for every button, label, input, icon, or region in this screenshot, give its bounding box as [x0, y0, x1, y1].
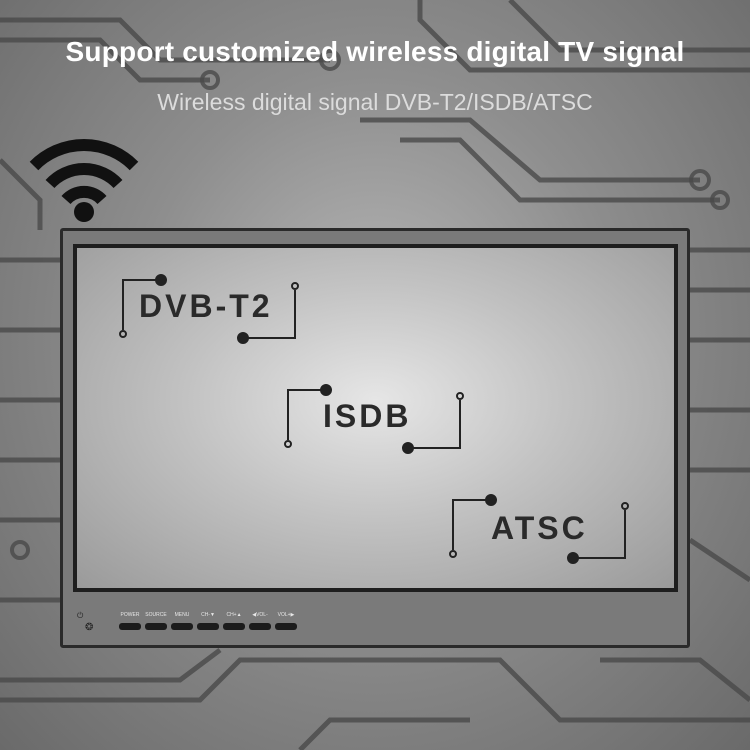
vol-down-button[interactable] [249, 623, 271, 630]
ch-down-button-label: CH-▼ [201, 612, 215, 618]
signal-label-isdb: ISDB [323, 398, 412, 434]
signal-bracket-atsc [449, 494, 629, 564]
wifi-icon [29, 138, 139, 222]
headline: Support customized wireless digital TV s… [65, 36, 685, 67]
vol-down-button-label: ◀VOL- [252, 612, 268, 618]
ch-down-button[interactable] [197, 623, 219, 630]
menu-button-label: MENU [174, 612, 190, 618]
signal-label-atsc: ATSC [491, 510, 588, 546]
source-button[interactable] [145, 623, 167, 630]
signal-bracket-isdb [284, 384, 464, 454]
vol-up-button-label: VOL+▶ [277, 612, 295, 618]
subheadline: Wireless digital signal DVB-T2/ISDB/ATSC [157, 89, 593, 115]
speaker-grille-icon: ❂ [85, 622, 94, 633]
tv-screen: DVB-T2 ISDB ATSC [73, 244, 678, 592]
vol-up-button[interactable] [275, 623, 297, 630]
source-button-label: SOURCE [145, 612, 167, 618]
signal-bracket-dvbt2 [119, 274, 299, 344]
power-button-label: POWER [120, 612, 140, 618]
ch-up-button-label: CH+▲ [226, 612, 242, 618]
power-indicator-icon: ⏻ [77, 611, 84, 620]
ch-up-button[interactable] [223, 623, 245, 630]
power-button[interactable] [119, 623, 141, 630]
menu-button[interactable] [171, 623, 193, 630]
signal-label-dvbt2: DVB-T2 [139, 288, 273, 324]
tv-monitor: DVB-T2 ISDB ATSC ⏻ ❂ POWER SOURCE MENU [60, 228, 690, 648]
control-panel: ⏻ ❂ POWER SOURCE MENU CH-▼ CH+▲ ◀VOL- VO… [63, 607, 693, 647]
